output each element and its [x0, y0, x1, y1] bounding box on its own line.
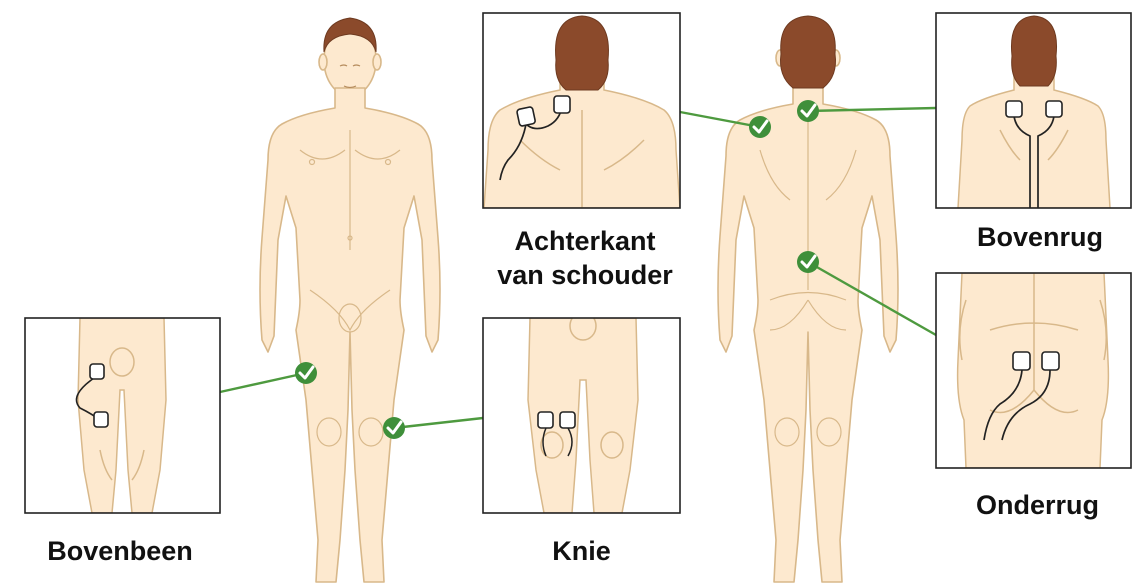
- back-head-hair: [781, 16, 836, 88]
- electrode-pad-icon: [90, 364, 104, 379]
- electrode-pad-icon: [554, 96, 570, 113]
- inset-achterkant-van-schouder: [483, 13, 680, 208]
- inset-knie: [483, 312, 680, 513]
- label-bovenbeen: Bovenbeen: [20, 534, 220, 568]
- electrode-pad-icon: [1042, 352, 1059, 370]
- front-body-figure: [260, 24, 440, 582]
- electrode-pad-icon: [94, 412, 108, 427]
- check-icon: [797, 251, 819, 273]
- label-bovenrug: Bovenrug: [940, 220, 1140, 254]
- electrode-pad-icon: [538, 412, 553, 428]
- electrode-pad-icon: [1046, 101, 1062, 117]
- inset-bovenrug: [936, 13, 1131, 208]
- label-knie: Knie: [483, 534, 680, 568]
- label-schouder-line-1: Achterkant: [470, 224, 700, 258]
- label-achterkant-van-schouder: Achterkant van schouder: [470, 224, 700, 292]
- label-onderrug: Onderrug: [935, 488, 1140, 522]
- check-icon: [383, 417, 405, 439]
- inset-onderrug: [936, 273, 1131, 468]
- inset-bovenbeen: [25, 318, 220, 513]
- check-icon: [295, 362, 317, 384]
- electrode-pad-icon: [1006, 101, 1022, 117]
- label-schouder-line-2: van schouder: [470, 258, 700, 292]
- electrode-pad-icon: [517, 107, 536, 127]
- electrode-pad-icon: [560, 412, 575, 428]
- check-icon: [797, 100, 819, 122]
- check-icon: [749, 116, 771, 138]
- electrode-pad-icon: [1013, 352, 1030, 370]
